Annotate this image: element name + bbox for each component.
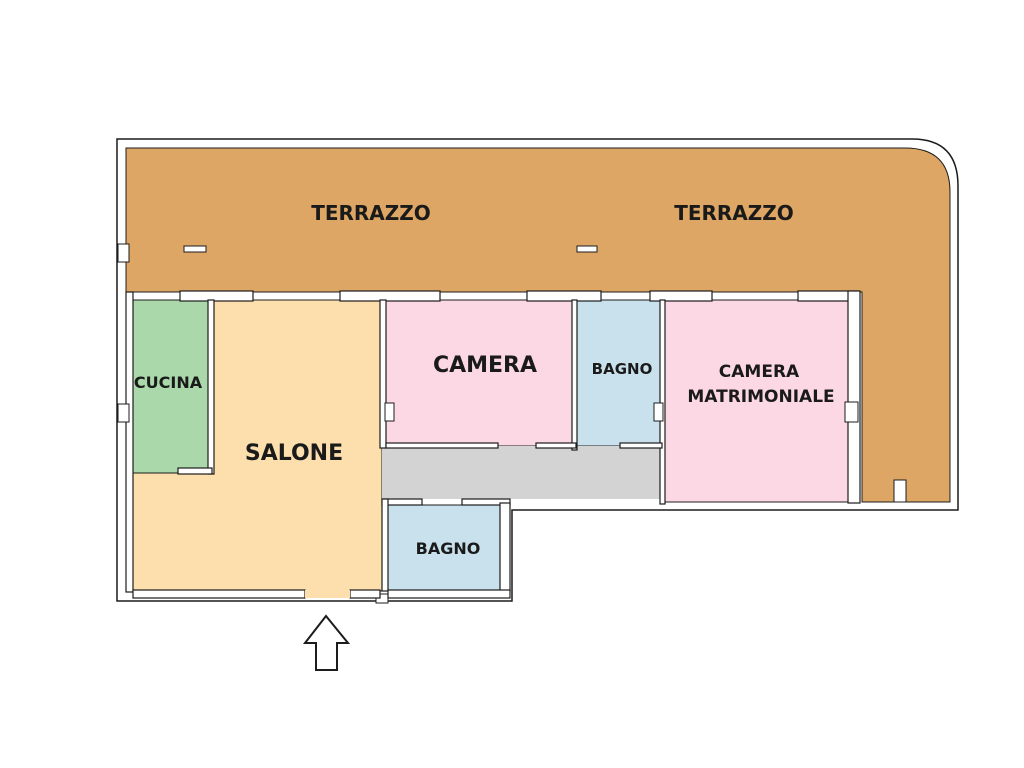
terrace-area <box>125 147 951 503</box>
wall-segment <box>619 442 663 449</box>
wall-segment <box>571 299 578 451</box>
wall-segment <box>125 291 134 593</box>
bedroom-area <box>385 299 573 447</box>
bedroom-label: CAMERA <box>433 353 537 378</box>
bathroom-top-area <box>575 299 661 447</box>
wall-segment <box>526 290 602 302</box>
kitchen-label: CUCINA <box>134 373 203 392</box>
living-room-label: SALONE <box>245 441 343 466</box>
wall-stub <box>893 479 907 503</box>
terrace-right-label: TERRAZZO <box>674 201 794 225</box>
bathroom-bottom-label: BAGNO <box>416 539 481 558</box>
wall-segment <box>132 589 306 599</box>
wall-segment <box>385 442 499 449</box>
wall-details <box>117 243 907 604</box>
kitchen-area <box>127 299 209 474</box>
wall-segment <box>461 498 511 506</box>
master-bedroom-label-line2: MATRIMONIALE <box>687 387 834 407</box>
window-sill <box>576 245 598 253</box>
entrance-opening <box>305 590 350 598</box>
wall-segment <box>339 290 441 302</box>
wall-segment <box>207 299 215 475</box>
wall-stub <box>844 401 859 423</box>
wall-segment <box>499 502 511 592</box>
wall-segment <box>649 290 713 302</box>
arrow-up-icon <box>302 614 351 671</box>
bathroom-top-label: BAGNO <box>592 360 653 378</box>
wall-stub <box>117 243 130 263</box>
bathroom-bottom-area <box>387 504 501 591</box>
wall-stub <box>653 402 664 422</box>
wall-stub <box>384 402 395 422</box>
window-sill <box>183 245 207 253</box>
wall-segment <box>387 589 511 599</box>
wall-segment <box>659 299 666 505</box>
terrace-left-label: TERRAZZO <box>311 201 431 225</box>
wall-segment <box>847 290 861 504</box>
wall-segment <box>179 290 254 302</box>
interior-walls <box>125 290 861 593</box>
wall-segment <box>349 589 381 599</box>
wall-stub <box>117 403 130 423</box>
wall-segment <box>535 442 577 449</box>
wall-segment <box>379 299 387 449</box>
wall-segment <box>177 467 213 475</box>
hallway-area <box>382 446 662 499</box>
master-bedroom-label-line1: CAMERA <box>719 362 800 382</box>
wall-segment <box>381 498 389 592</box>
